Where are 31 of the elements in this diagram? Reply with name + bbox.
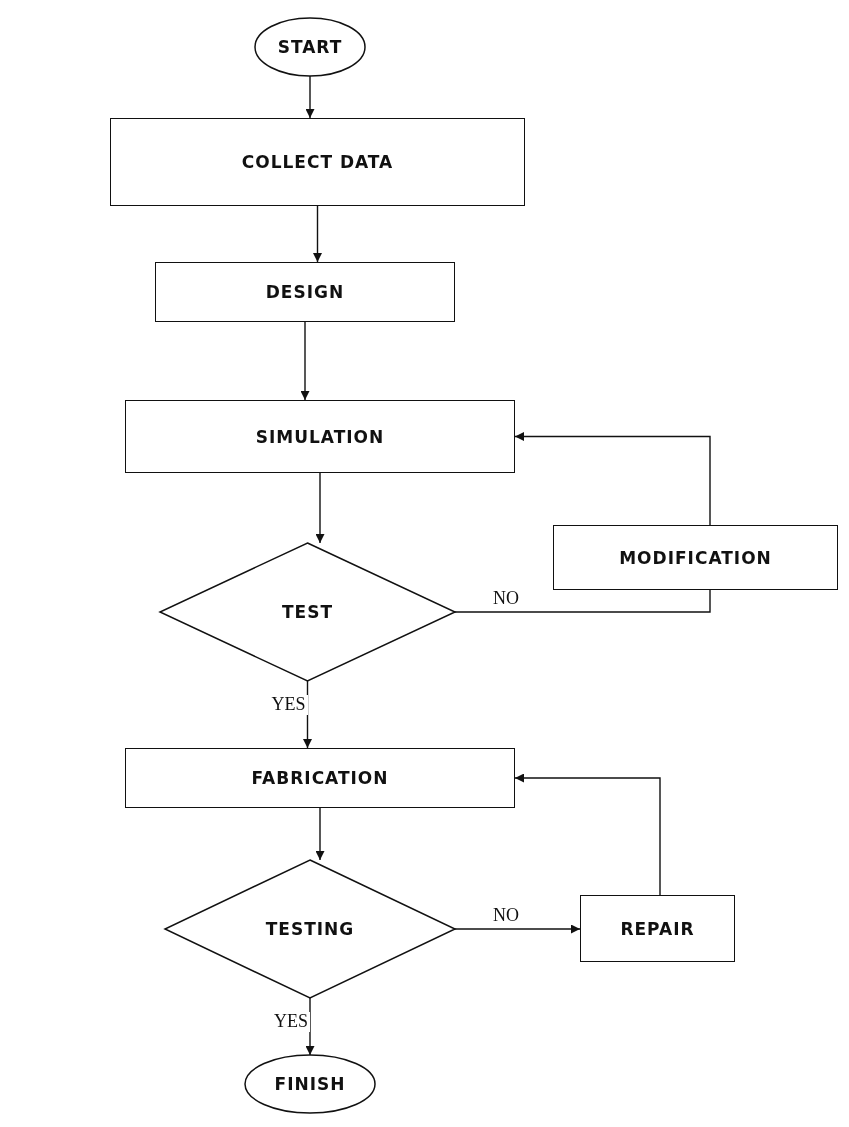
step-label: REPAIR bbox=[620, 918, 695, 939]
arrow bbox=[514, 773, 661, 896]
step-label: COLLECT DATA bbox=[241, 152, 394, 172]
process-box bbox=[155, 262, 455, 322]
step-label: FINISH bbox=[274, 1074, 346, 1094]
step-label: DESIGN bbox=[265, 282, 345, 302]
arrow bbox=[313, 205, 322, 263]
step-label: TESTING bbox=[265, 919, 355, 939]
process-box bbox=[553, 525, 838, 590]
process-box bbox=[580, 895, 735, 962]
terminal-ellipse bbox=[245, 1055, 375, 1113]
edge-label: YES bbox=[269, 695, 308, 715]
arrow bbox=[305, 997, 315, 1056]
process-box bbox=[125, 748, 515, 808]
arrow bbox=[514, 432, 711, 526]
process-box bbox=[125, 400, 515, 473]
edge-label: YES bbox=[272, 1012, 310, 1032]
arrow bbox=[315, 807, 325, 861]
decision-diamond bbox=[160, 543, 455, 681]
process-box bbox=[110, 118, 525, 206]
terminal-ellipse bbox=[255, 18, 365, 76]
arrow bbox=[454, 924, 581, 934]
decision-diamond bbox=[165, 860, 455, 998]
step-label: START bbox=[277, 37, 343, 57]
arrow bbox=[300, 321, 310, 401]
arrow bbox=[315, 472, 325, 544]
step-label: SIMULATION bbox=[255, 426, 385, 447]
arrow bbox=[305, 75, 315, 119]
step-label: TEST bbox=[281, 602, 334, 622]
step-label: FABRICATION bbox=[251, 768, 389, 788]
step-label: MODIFICATION bbox=[619, 547, 772, 568]
